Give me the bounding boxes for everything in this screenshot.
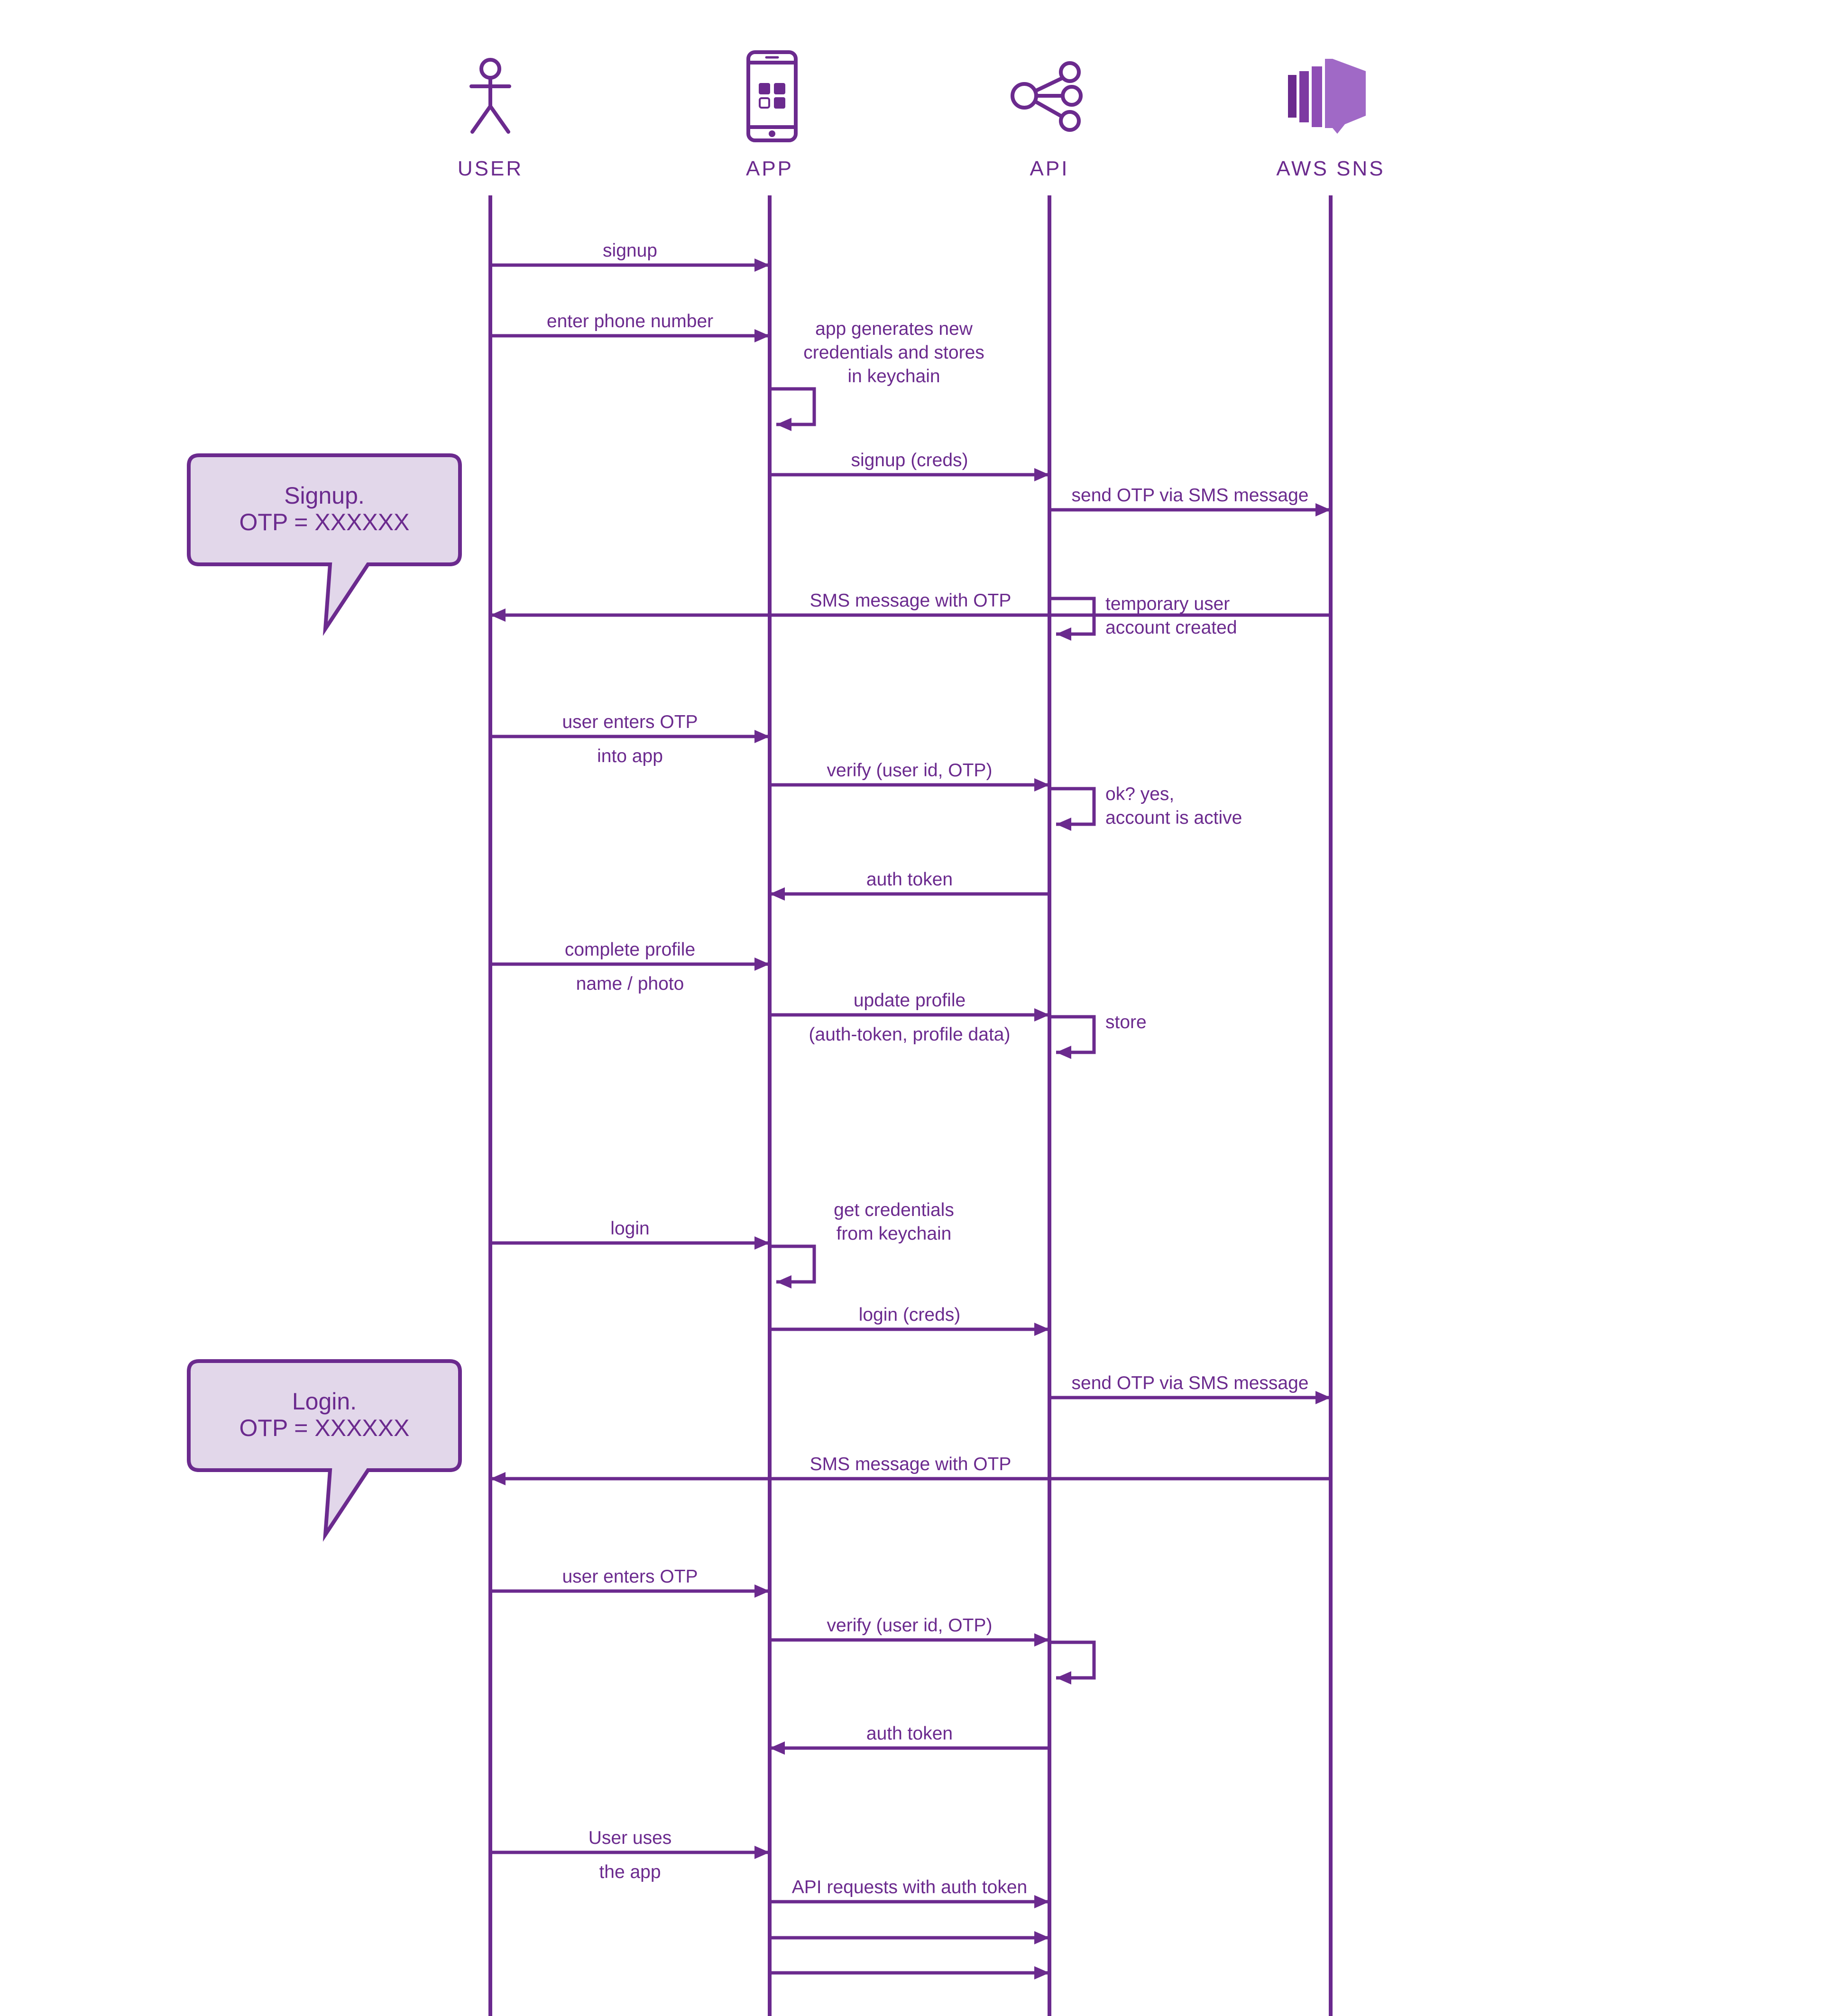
message: API requests with auth token bbox=[770, 1877, 1049, 1908]
message-label: complete profile bbox=[565, 939, 695, 960]
note-box bbox=[187, 1359, 462, 1542]
message-label: signup bbox=[603, 240, 657, 261]
message-label: user enters OTP bbox=[562, 1566, 698, 1587]
stick-figure-icon bbox=[469, 58, 511, 134]
message-label: (auth-token, profile data) bbox=[809, 1024, 1011, 1045]
lifelines bbox=[488, 195, 1333, 2016]
self-message: temporary user account created bbox=[1049, 594, 1237, 641]
message: verify (user id, OTP) bbox=[770, 1615, 1049, 1647]
actor-label-sns: AWS SNS bbox=[1276, 157, 1385, 180]
self-message-arrow bbox=[1049, 1640, 1096, 1685]
message-label: into app bbox=[597, 746, 663, 766]
message: send OTP via SMS message bbox=[1049, 485, 1331, 516]
message: auth token bbox=[770, 1723, 1049, 1755]
message-label: send OTP via SMS message bbox=[1072, 485, 1309, 506]
message-label: verify (user id, OTP) bbox=[827, 760, 993, 781]
self-message-arrow bbox=[770, 387, 816, 431]
self-message: store bbox=[1049, 1012, 1147, 1059]
self-message-label: account is active bbox=[1105, 808, 1242, 828]
message-label: auth token bbox=[866, 1723, 953, 1744]
message: login bbox=[490, 1218, 770, 1250]
actor-api: API bbox=[1011, 61, 1083, 180]
self-message-label: in keychain bbox=[847, 366, 940, 387]
message: user enters OTP bbox=[490, 1566, 770, 1598]
actor-user: USER bbox=[458, 58, 523, 180]
message: verify (user id, OTP) bbox=[770, 760, 1049, 792]
note-bubble: Login.OTP = XXXXXX bbox=[187, 1359, 462, 1542]
note-box bbox=[187, 453, 462, 636]
self-message-label: ok? yes, bbox=[1105, 784, 1174, 804]
actor-label-user: USER bbox=[458, 157, 523, 180]
self-message-arrow bbox=[1049, 1015, 1096, 1059]
message: send OTP via SMS message bbox=[1049, 1373, 1331, 1404]
aws-sns-icon bbox=[1288, 59, 1366, 134]
note-text: Signup. bbox=[284, 482, 365, 509]
messages: signup enter phone number app generates ne… bbox=[490, 240, 1331, 1979]
message-label: SMS message with OTP bbox=[810, 1454, 1012, 1474]
message-label: SMS message with OTP bbox=[810, 590, 1012, 611]
actor-headers: USER APP bbox=[458, 50, 1385, 180]
message-label: enter phone number bbox=[547, 311, 713, 331]
message: signup (creds) bbox=[770, 450, 1049, 481]
message-label: send OTP via SMS message bbox=[1072, 1373, 1309, 1393]
message: signup bbox=[490, 240, 770, 272]
message-label: signup (creds) bbox=[851, 450, 968, 470]
self-message-label: account created bbox=[1105, 617, 1237, 638]
self-message-label: temporary user bbox=[1105, 594, 1230, 614]
message-label: update profile bbox=[854, 990, 966, 1011]
message: update profile (auth-token, profile data) bbox=[770, 990, 1049, 1045]
self-message-label: get credentials bbox=[834, 1200, 954, 1220]
self-message: app generates new credentials and stores i… bbox=[770, 319, 984, 431]
message-label: login (creds) bbox=[859, 1305, 961, 1325]
self-message-arrow bbox=[1049, 787, 1096, 831]
message: SMS message with OTP bbox=[490, 590, 1331, 622]
message: complete profile name / photo bbox=[490, 939, 770, 994]
self-message: get credentials from keychain bbox=[770, 1200, 954, 1289]
note-text: OTP = XXXXXX bbox=[239, 1415, 410, 1441]
message-label: the app bbox=[599, 1862, 661, 1882]
note-text: OTP = XXXXXX bbox=[239, 509, 410, 535]
self-message-label: credentials and stores bbox=[803, 342, 984, 363]
self-message-arrow bbox=[1049, 597, 1096, 641]
message-label: login bbox=[610, 1218, 649, 1239]
message: login (creds) bbox=[770, 1305, 1049, 1336]
message: enter phone number bbox=[490, 311, 770, 342]
actor-app: APP bbox=[746, 50, 798, 180]
share-nodes-icon bbox=[1011, 61, 1083, 132]
self-message-label: from keychain bbox=[837, 1224, 952, 1244]
message-label: API requests with auth token bbox=[792, 1877, 1027, 1897]
actor-label-app: APP bbox=[746, 157, 793, 180]
message-label: verify (user id, OTP) bbox=[827, 1615, 993, 1636]
self-message: ok? yes, account is active bbox=[1049, 784, 1242, 831]
message-label: name / photo bbox=[576, 974, 684, 994]
note-text: Login. bbox=[292, 1388, 357, 1415]
message-label: user enters OTP bbox=[562, 712, 698, 732]
self-message-arrow bbox=[770, 1244, 816, 1289]
message-label: User uses bbox=[589, 1828, 672, 1848]
message: user enters OTP into app bbox=[490, 712, 770, 766]
actor-label-api: API bbox=[1030, 157, 1069, 180]
actor-sns: AWS SNS bbox=[1276, 59, 1385, 180]
self-message-label: store bbox=[1105, 1012, 1147, 1032]
smartphone-icon bbox=[746, 50, 798, 142]
self-message bbox=[1049, 1640, 1096, 1685]
message: auth token bbox=[770, 869, 1049, 901]
message: User uses the app bbox=[490, 1828, 770, 1882]
message-label: auth token bbox=[866, 869, 953, 890]
note-bubble: Signup.OTP = XXXXXX bbox=[187, 453, 462, 636]
self-message-label: app generates new bbox=[815, 319, 973, 339]
message: SMS message with OTP bbox=[490, 1454, 1331, 1485]
